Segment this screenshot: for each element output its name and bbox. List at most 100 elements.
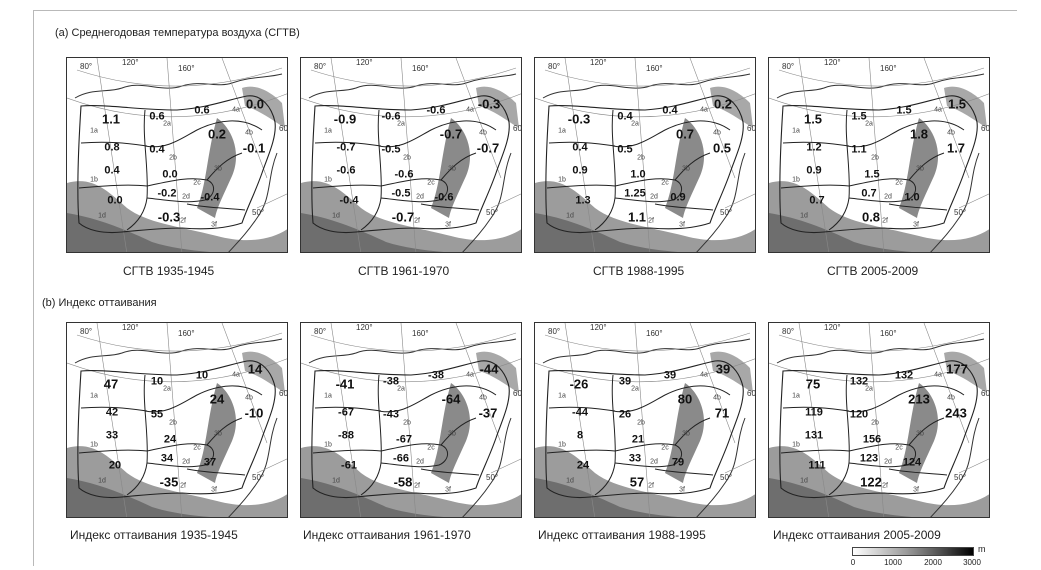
- zone-label: 2d: [416, 193, 424, 201]
- graticule-label: 80°: [314, 327, 327, 336]
- map-caption: СГТВ 1988-1995: [593, 264, 685, 278]
- region-value: -0.6: [426, 104, 446, 117]
- region-value: -88: [338, 429, 354, 442]
- graticule-label: 60°: [513, 389, 522, 398]
- region-value: 120: [849, 408, 869, 421]
- region-value: 1.0: [630, 168, 646, 181]
- zone-label: 2d: [650, 458, 658, 466]
- scale-unit: m: [978, 544, 986, 554]
- zone-label: 4b: [479, 129, 487, 137]
- scale-tick: 1000: [884, 558, 902, 567]
- region-value: -10: [244, 405, 264, 421]
- region-value: -0.1: [242, 140, 266, 156]
- region-value: 14: [247, 361, 263, 377]
- zone-label: 2c: [193, 444, 201, 452]
- region-value: -44: [479, 361, 499, 377]
- region-value: -43: [383, 408, 399, 421]
- region-value: 71: [714, 405, 730, 421]
- map-thaw-4: 80°120°160°60°50°1a1b1d2a2b2c2d2f3b3f4a4…: [768, 322, 990, 518]
- zone-label: 2f: [180, 217, 186, 225]
- graticule-label: 80°: [80, 62, 93, 71]
- zone-label: 4b: [245, 394, 253, 402]
- region-value: 119: [805, 406, 823, 419]
- map-sgtv-2: 80°120°160°60°50°1a1b1d2a2b2c2d2f3b3f4a4…: [300, 57, 522, 253]
- region-value: 42: [105, 406, 119, 419]
- region-value: 0.6: [149, 110, 165, 123]
- map-base: [769, 323, 989, 517]
- region-value: 1.2: [806, 141, 822, 154]
- graticule-label: 50°: [486, 208, 499, 217]
- region-value: 0.9: [670, 191, 686, 204]
- zone-label: 2d: [884, 458, 892, 466]
- zone-label: 1b: [324, 441, 332, 449]
- graticule-label: 80°: [782, 62, 795, 71]
- graticule-label: 120°: [122, 58, 139, 67]
- region-value: 177: [946, 361, 968, 377]
- graticule-label: 80°: [314, 62, 327, 71]
- region-value: 24: [209, 391, 225, 407]
- zone-label: 2b: [403, 419, 411, 427]
- region-value: 0.9: [572, 164, 588, 177]
- zone-label: 2b: [871, 154, 879, 162]
- region-value: -38: [383, 375, 399, 388]
- region-value: -0.6: [381, 110, 401, 123]
- elevation-scale: m 0 1000 2000 3000: [850, 543, 986, 567]
- zone-label: 2a: [631, 120, 639, 128]
- region-value: 10: [150, 375, 164, 388]
- region-value: 1.5: [896, 104, 912, 117]
- graticule-label: 60°: [981, 389, 990, 398]
- graticule-label: 80°: [548, 62, 561, 71]
- graticule-label: 120°: [824, 58, 841, 67]
- panel-a-title: (a) Среднегодовая температура воздуха (С…: [55, 27, 300, 39]
- zone-label: 1b: [558, 176, 566, 184]
- zone-label: 2f: [648, 482, 654, 490]
- map-thaw-2: 80°120°160°60°50°1a1b1d2a2b2c2d2f3b3f4a4…: [300, 322, 522, 518]
- panel-b-title: (b) Индекс оттаивания: [42, 297, 157, 309]
- zone-label: 4b: [947, 129, 955, 137]
- zone-label: 4b: [713, 129, 721, 137]
- map-base: [535, 323, 755, 517]
- region-value: 34: [160, 452, 174, 465]
- scale-tick: 0: [850, 558, 856, 567]
- region-value: 123: [859, 452, 879, 465]
- zone-label: 1b: [324, 176, 332, 184]
- map-caption: Индекс оттаивания 1988-1995: [538, 528, 706, 542]
- scale-tick: 2000: [924, 558, 942, 567]
- region-value: 37: [203, 456, 217, 469]
- region-value: -0.7: [336, 141, 356, 154]
- zone-label: 4b: [947, 394, 955, 402]
- zone-label: 1d: [98, 477, 106, 485]
- zone-label: 1a: [558, 392, 566, 400]
- graticule-label: 60°: [981, 124, 990, 133]
- zone-label: 2d: [416, 458, 424, 466]
- zone-label: 2c: [427, 179, 435, 187]
- region-value: 213: [908, 391, 930, 407]
- graticule-label: 160°: [412, 64, 429, 73]
- region-value: -44: [572, 406, 588, 419]
- region-value: -0.7: [439, 126, 463, 142]
- region-value: 111: [808, 459, 826, 472]
- zone-label: 1d: [332, 477, 340, 485]
- graticule-label: 120°: [122, 323, 139, 332]
- region-value: 0.7: [861, 187, 877, 200]
- region-value: 1.5: [803, 111, 823, 127]
- graticule-label: 120°: [356, 58, 373, 67]
- region-value: 57: [629, 474, 645, 490]
- region-value: 24: [163, 433, 177, 446]
- region-value: 1.0: [904, 191, 920, 204]
- zone-label: 4a: [466, 106, 474, 114]
- zone-label: 1a: [90, 392, 98, 400]
- zone-label: 3f: [211, 221, 217, 229]
- scale-tick: 3000: [963, 558, 981, 567]
- region-value: 21: [631, 433, 645, 446]
- zone-label: 1d: [332, 212, 340, 220]
- region-value: 0.8: [861, 209, 881, 225]
- graticule-label: 120°: [590, 58, 607, 67]
- map-base: [535, 58, 755, 252]
- region-value: 0.5: [712, 140, 732, 156]
- zone-label: 2c: [895, 444, 903, 452]
- graticule-label: 50°: [954, 473, 967, 482]
- zone-label: 2a: [397, 385, 405, 393]
- map-base: [67, 323, 287, 517]
- map-caption: СГТВ 1961-1970: [358, 264, 450, 278]
